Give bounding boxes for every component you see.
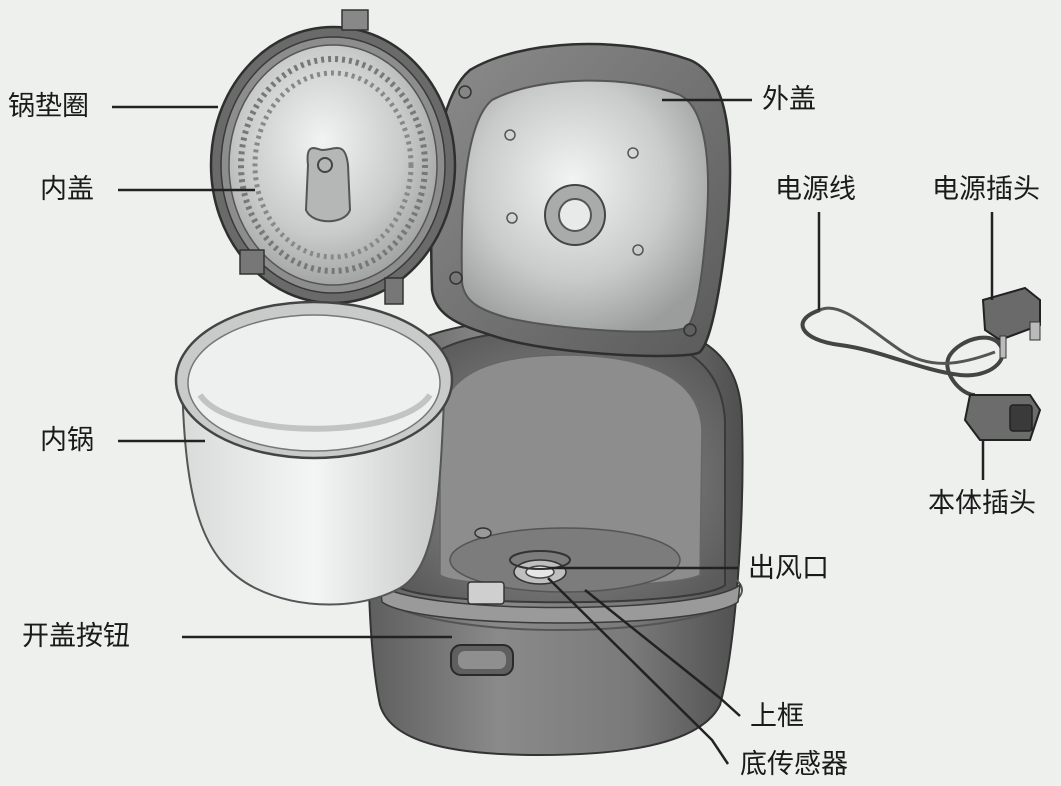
open-lid-button-face <box>458 651 506 669</box>
label-steam-vent: 出风口 <box>748 553 829 584</box>
leader-upper-frame <box>584 589 741 717</box>
latch <box>467 581 505 605</box>
label-bottom-sensor: 底传感器 <box>740 749 848 780</box>
power-plug <box>981 286 1041 359</box>
label-outer-lid: 外盖 <box>762 84 816 115</box>
inner-lid <box>209 9 457 305</box>
leader-bottom-sensor <box>547 577 730 765</box>
leader-lines <box>112 98 994 765</box>
power-cord <box>800 306 1005 397</box>
label-inner-pot: 内锅 <box>40 425 94 456</box>
label-inner-lid: 内盖 <box>40 174 94 205</box>
body-plug <box>963 394 1042 441</box>
label-power-cord: 电源线 <box>775 174 856 205</box>
label-power-plug: 电源插头 <box>932 174 1040 205</box>
bottom-sensor <box>474 527 571 585</box>
label-body-plug: 本体插头 <box>928 488 1036 519</box>
upper-frame-rim <box>379 583 741 624</box>
inner-pot <box>174 300 454 606</box>
label-upper-frame: 上框 <box>750 701 804 732</box>
label-open-button: 开盖按钮 <box>22 621 130 652</box>
label-gasket: 锅垫圈 <box>8 91 89 122</box>
outer-lid <box>430 42 732 358</box>
